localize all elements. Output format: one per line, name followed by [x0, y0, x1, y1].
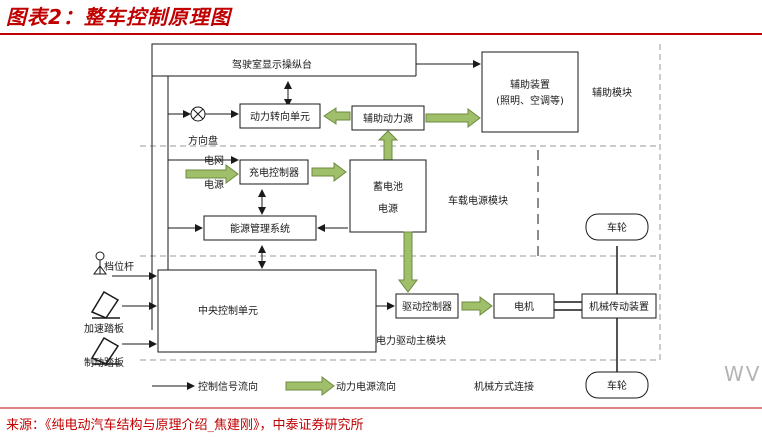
power-arrow-to-aux-power: [377, 130, 399, 161]
motor-label: 电机: [514, 300, 534, 313]
legend-control-label: 控制信号流向: [198, 380, 258, 393]
grid-power-label: 电源: [204, 178, 224, 191]
brake-pedal-label: 制动踏板: [84, 356, 124, 369]
page-title: 图表2：整车控制原理图: [6, 5, 231, 29]
wheel-bottom-box: [585, 371, 649, 399]
steering-unit-box: [239, 103, 321, 129]
bms-label: 能源管理系统: [230, 222, 290, 235]
power-arrow-charger-to-battery: [311, 162, 347, 182]
aux-module-label: 辅助模块: [592, 86, 632, 99]
aux-device-box: [481, 51, 579, 133]
accel-pedal-label: 加速踏板: [84, 322, 124, 335]
battery-box: [349, 159, 427, 233]
transmission-box: [581, 293, 657, 319]
gear-lever-icon: [93, 251, 107, 275]
power-arrow-to-motor: [461, 296, 493, 316]
steering-unit-label: 动力转向单元: [250, 110, 310, 123]
power-arrow-to-steering: [323, 107, 351, 125]
vcu-box: [157, 269, 377, 353]
accel-pedal-icon: [90, 290, 120, 319]
battery-sublabel: 电源: [378, 202, 398, 215]
wheel-bottom-label: 车轮: [607, 379, 627, 392]
charger-box: [239, 159, 309, 185]
power-arrow-grid-to-charger: [185, 164, 239, 184]
power-arrow-to-aux-device: [425, 108, 481, 128]
steering-wheel-label: 方向盘: [188, 134, 218, 147]
cockpit-label: 驾驶室显示操纵台: [232, 58, 312, 71]
aux-power-label: 辅助动力源: [363, 112, 413, 125]
wheel-top-box: [585, 213, 649, 241]
battery-label: 蓄电池: [373, 180, 403, 193]
motor-ctrl-box: [395, 293, 459, 319]
legend-power-arrow: [285, 376, 335, 396]
power-module-label: 车载电源模块: [448, 194, 508, 207]
steering-wheel-icon: [190, 106, 206, 122]
drive-module-label: 电力驱动主模块: [376, 334, 446, 347]
brake-pedal-icon: [90, 336, 120, 365]
legend-power-label: 动力电源流向: [336, 380, 396, 393]
aux-device-sublabel: (照明、空调等): [496, 94, 564, 107]
transmission-label: 机械传动装置: [589, 300, 649, 313]
watermark: WV: [724, 362, 762, 386]
source-note: 来源：《纯电动汽车结构与原理介绍_焦建刚》，中泰证券研究所: [6, 418, 364, 433]
gear-lever-label: 档位杆: [104, 260, 134, 273]
charger-label: 充电控制器: [249, 166, 299, 179]
motor-ctrl-label: 驱动控制器: [402, 300, 452, 313]
bms-box: [203, 215, 317, 241]
title-underline: [0, 33, 762, 35]
aux-power-box: [351, 105, 425, 131]
aux-device-label: 辅助装置: [510, 78, 550, 91]
control-bus-outer: [151, 43, 417, 76]
vcu-label: 中央控制单元: [198, 304, 258, 317]
power-arrow-to-motor-ctrl: [398, 231, 418, 293]
motor-box: [493, 293, 555, 319]
legend-mechanical-label: 机械方式连接: [474, 380, 534, 393]
wheel-top-label: 车轮: [607, 221, 627, 234]
